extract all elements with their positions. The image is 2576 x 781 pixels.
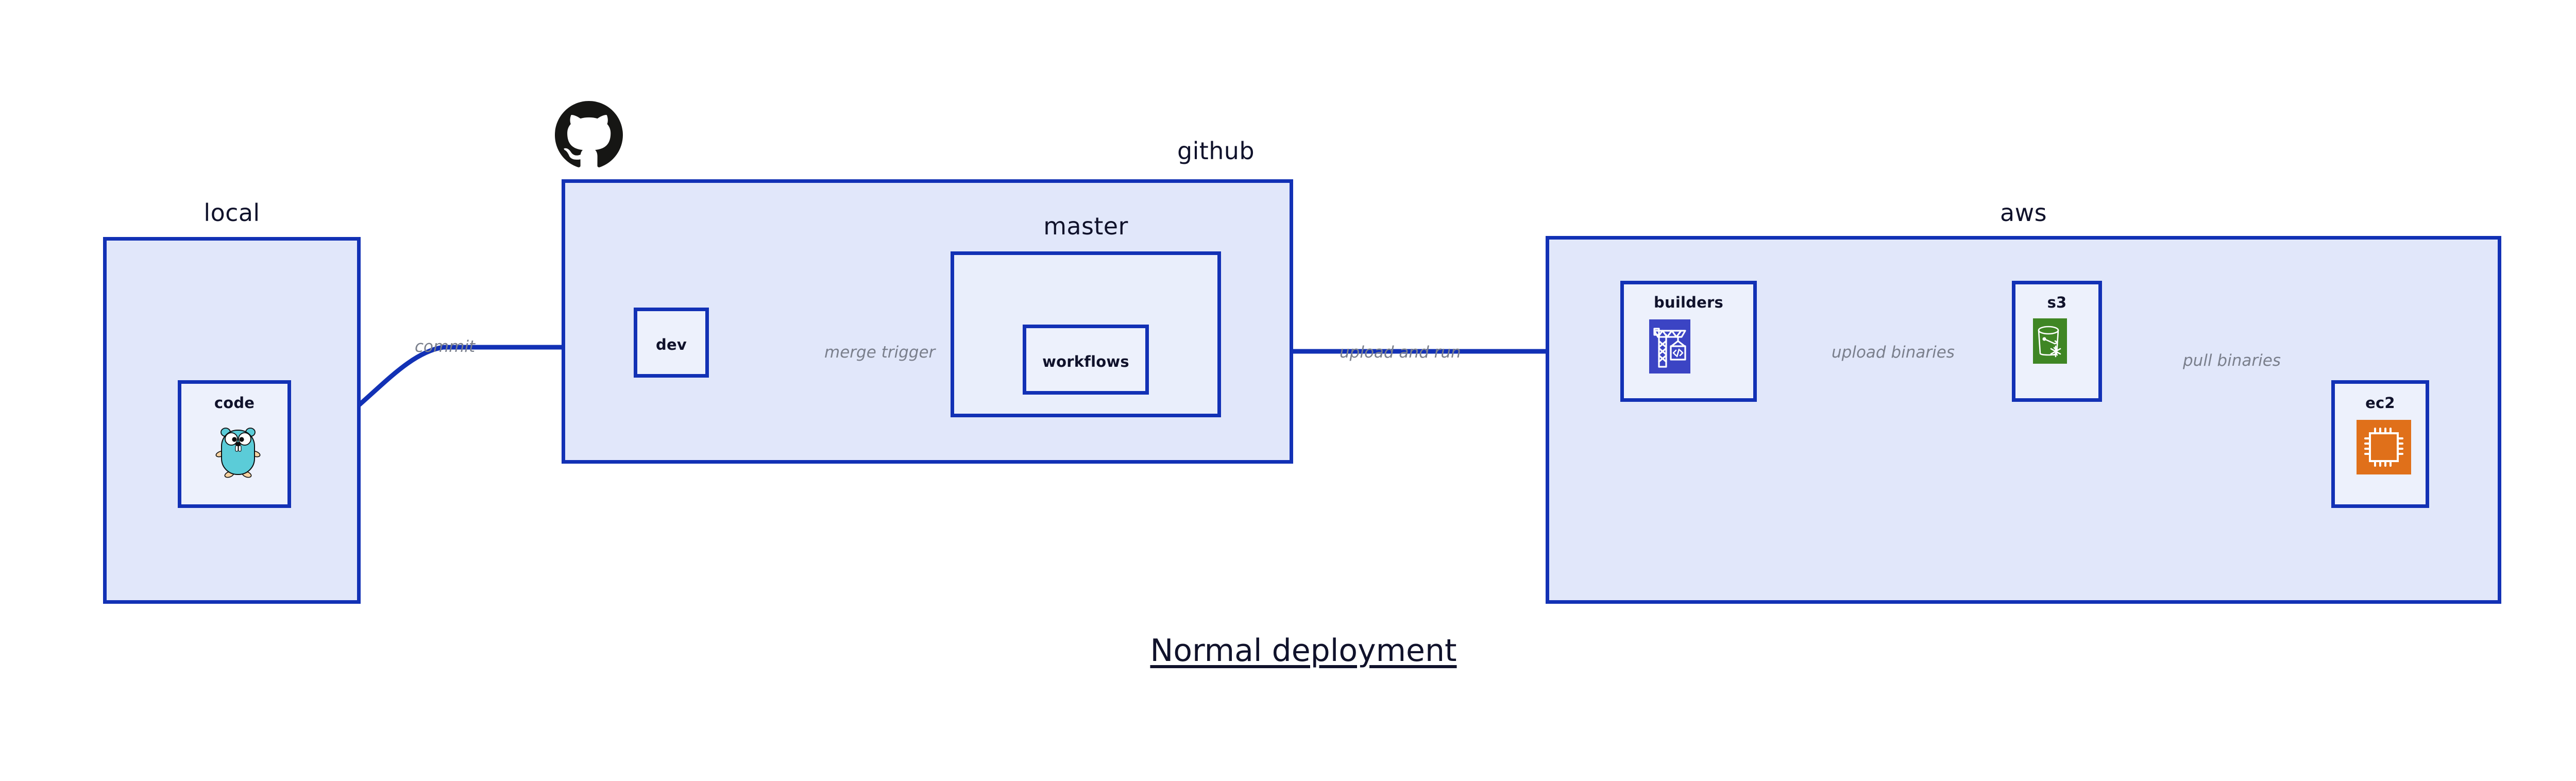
edge-label-upload-and-run: upload and run: [1340, 343, 1461, 362]
node-label-s3: s3: [2047, 294, 2067, 311]
node-workflows[interactable]: workflows: [1023, 325, 1149, 395]
node-label-code: code: [214, 394, 255, 412]
node-builders[interactable]: builders: [1620, 281, 1757, 402]
node-ec2[interactable]: ec2: [2331, 380, 2429, 508]
node-label-builders: builders: [1654, 294, 1723, 311]
github-octocat-logo: [555, 101, 623, 169]
go-gopher-icon: [215, 423, 261, 480]
edge-label-pull-binaries: pull binaries: [2183, 351, 2281, 370]
node-code[interactable]: code: [178, 380, 291, 508]
group-label-local: local: [204, 199, 260, 227]
aws-builders-crane-icon: [1649, 319, 1690, 373]
group-label-aws: aws: [2000, 199, 2047, 227]
group-label-master: master: [1043, 212, 1128, 240]
edge-label-upload-binaries: upload binaries: [1832, 343, 1955, 362]
node-dev[interactable]: dev: [634, 308, 709, 378]
aws-ec2-chip-icon: [2357, 420, 2411, 474]
edge-label-commit: commit: [415, 337, 476, 356]
node-label-dev: dev: [656, 336, 687, 353]
group-label-github: github: [1177, 137, 1255, 165]
aws-s3-bucket-icon: [2033, 318, 2067, 364]
node-s3[interactable]: s3: [2012, 281, 2102, 402]
edge-label-merge-trigger: merge trigger: [824, 343, 936, 362]
node-label-workflows: workflows: [1042, 353, 1129, 370]
diagram-title: Normal deployment: [1150, 633, 1457, 669]
node-label-ec2: ec2: [2365, 394, 2395, 412]
